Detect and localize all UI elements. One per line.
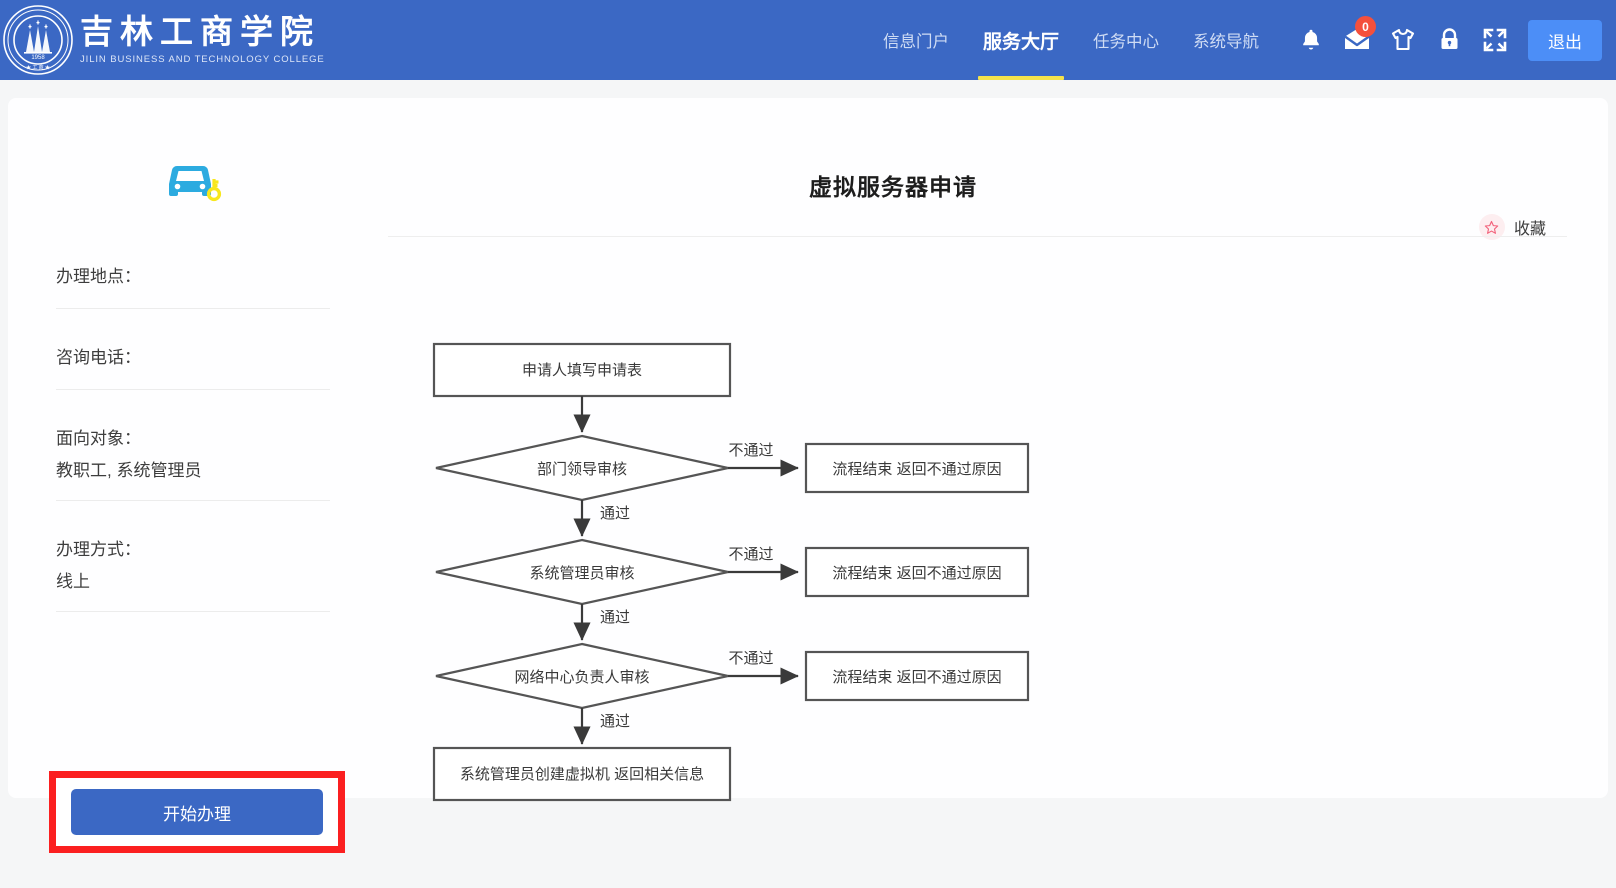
logout-button[interactable]: 退出: [1528, 19, 1602, 61]
favorite-label: 收藏: [1513, 221, 1546, 238]
flow-reject-1-box: 流程结束 返回不通过原因: [832, 461, 1001, 478]
brand-name-cn: 吉林工商学院: [80, 14, 320, 51]
bell-icon-button[interactable]: [1288, 0, 1334, 80]
flow-final-box: 系统管理员创建虚拟机 返回相关信息: [460, 766, 704, 783]
flow-reject-1-label: 不通过: [728, 442, 773, 459]
field-label: 咨询电话：: [56, 348, 141, 367]
bell-icon: [1303, 29, 1319, 50]
flow-reject-2-label: 不通过: [728, 546, 773, 563]
flow-reject-3-box: 流程结束 返回不通过原因: [832, 669, 1001, 686]
flow-pass-3-label: 通过: [600, 713, 630, 730]
service-icon-wrap: [8, 98, 378, 210]
page-title: 虚拟服务器申请: [809, 174, 977, 200]
title-divider: [388, 236, 1567, 237]
flow-decision-3-label: 网络中心负责人审核: [514, 669, 649, 686]
favorite-button[interactable]: 收藏: [378, 214, 1608, 240]
start-button-highlight: 开始办理: [49, 771, 345, 853]
field-label: 办理地点：: [56, 267, 141, 286]
seal-year: 1958: [31, 55, 45, 61]
flow-reject-2-box: 流程结束 返回不通过原因: [832, 565, 1001, 582]
process-flowchart: 申请人填写申请表 部门领导审核 不通过 流程结束 返回不通过原因 通过 系统管理…: [378, 328, 1078, 888]
brand-name-en: JILIN BUSINESS AND TECHNOLOGY COLLEGE: [80, 54, 325, 66]
svg-text:★ 工 商 ★: ★ 工 商 ★: [26, 64, 50, 71]
fullscreen-icon: [1483, 28, 1507, 52]
nav-item-task-center[interactable]: 任务中心: [1093, 33, 1159, 51]
field-handling-location: 办理地点：: [56, 262, 330, 309]
service-detail-card: 办理地点： 咨询电话： 面向对象： 教职工, 系统管理员 办理方式： 线上 开始…: [8, 98, 1608, 853]
university-seal-icon: 1958 ★ 工 商 ★: [3, 5, 73, 75]
field-label: 办理方式：: [56, 540, 141, 559]
field-handling-method: 办理方式： 线上: [56, 535, 330, 612]
nav-item-system-nav[interactable]: 系统导航: [1193, 33, 1259, 51]
car-key-icon: [169, 165, 222, 202]
top-header: 1958 ★ 工 商 ★ 吉林工商学院 JILIN BUSINESS AND T…: [0, 0, 1616, 80]
fullscreen-icon-button[interactable]: [1472, 0, 1518, 80]
nav-item-info-portal[interactable]: 信息门户: [882, 33, 949, 51]
service-field-list: 办理地点： 咨询电话： 面向对象： 教职工, 系统管理员 办理方式： 线上: [8, 262, 378, 612]
field-label: 面向对象：: [56, 429, 141, 448]
theme-shirt-icon: [1391, 28, 1415, 51]
flow-pass-2-label: 通过: [600, 609, 630, 626]
flow-pass-1-label: 通过: [600, 505, 630, 522]
mail-unread-badge: 0: [1355, 16, 1376, 37]
field-contact-phone: 咨询电话：: [56, 343, 330, 390]
field-value: 线上: [56, 572, 90, 591]
field-target-audience: 面向对象： 教职工, 系统管理员: [56, 424, 330, 501]
start-application-button[interactable]: 开始办理: [71, 789, 323, 835]
flow-reject-3-label: 不通过: [728, 650, 773, 667]
theme-shirt-icon-button[interactable]: [1380, 0, 1426, 80]
service-content: 虚拟服务器申请 收藏 申请人填写申请表: [378, 98, 1608, 802]
flowchart-svg: 申请人填写申请表 部门领导审核 不通过 流程结束 返回不通过原因 通过 系统管理…: [432, 342, 1030, 802]
flow-decision-2-label: 系统管理员审核: [529, 565, 634, 582]
flow-decision-1-label: 部门领导审核: [537, 461, 627, 478]
flow-start-label: 申请人填写申请表: [522, 362, 642, 379]
header-icon-group: 0: [1288, 0, 1616, 80]
nav-item-service-hall[interactable]: 服务大厅: [966, 0, 1076, 80]
lock-icon-button[interactable]: [1426, 0, 1472, 80]
star-outline-icon: [1478, 214, 1505, 240]
lock-icon: [1441, 28, 1457, 49]
brand-logo[interactable]: 1958 ★ 工 商 ★ 吉林工商学院 JILIN BUSINESS AND T…: [0, 4, 325, 76]
service-info-sidebar: 办理地点： 咨询电话： 面向对象： 教职工, 系统管理员 办理方式： 线上 开始…: [8, 98, 378, 853]
main-navigation: 信息门户 服务大厅 任务中心 系统导航 0: [866, 0, 1616, 80]
mail-icon-button[interactable]: 0: [1334, 0, 1380, 80]
field-value: 教职工, 系统管理员: [56, 461, 202, 480]
